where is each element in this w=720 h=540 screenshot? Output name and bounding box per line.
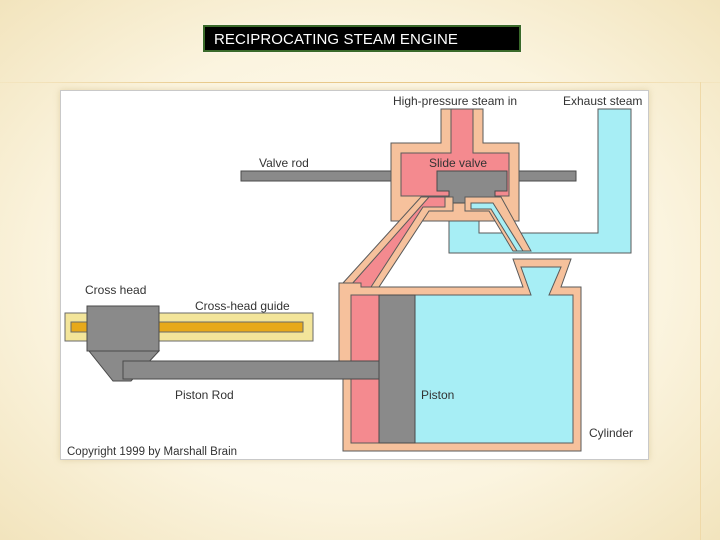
label-slide-valve: Slide valve xyxy=(429,156,487,170)
decorative-rule xyxy=(0,82,720,83)
decorative-rule-vertical xyxy=(700,82,701,540)
label-cross-head: Cross head xyxy=(85,283,146,297)
steam-engine-diagram: High-pressure steam in Exhaust steam Val… xyxy=(64,94,642,458)
steam-engine-figure: High-pressure steam in Exhaust steam Val… xyxy=(60,90,649,460)
label-cross-head-guide: Cross-head guide xyxy=(195,299,290,313)
label-piston-rod: Piston Rod xyxy=(175,388,234,402)
piston-rod xyxy=(122,360,380,380)
cross-head-block xyxy=(86,305,160,352)
copyright-text: Copyright 1999 by Marshall Brain xyxy=(67,446,237,458)
slide-title: RECIPROCATING STEAM ENGINE xyxy=(214,31,459,48)
label-piston: Piston xyxy=(421,388,454,402)
right-exhaust-passage xyxy=(470,202,524,252)
label-steam-in: High-pressure steam in xyxy=(393,94,517,108)
label-exhaust: Exhaust steam xyxy=(563,94,642,108)
cylinder-exhaust-side xyxy=(414,266,574,444)
piston xyxy=(378,294,416,444)
cross-head-guide-slot xyxy=(70,321,304,333)
label-cylinder: Cylinder xyxy=(589,426,633,440)
label-valve-rod: Valve rod xyxy=(259,156,309,170)
slide-title-box: RECIPROCATING STEAM ENGINE xyxy=(203,25,521,52)
